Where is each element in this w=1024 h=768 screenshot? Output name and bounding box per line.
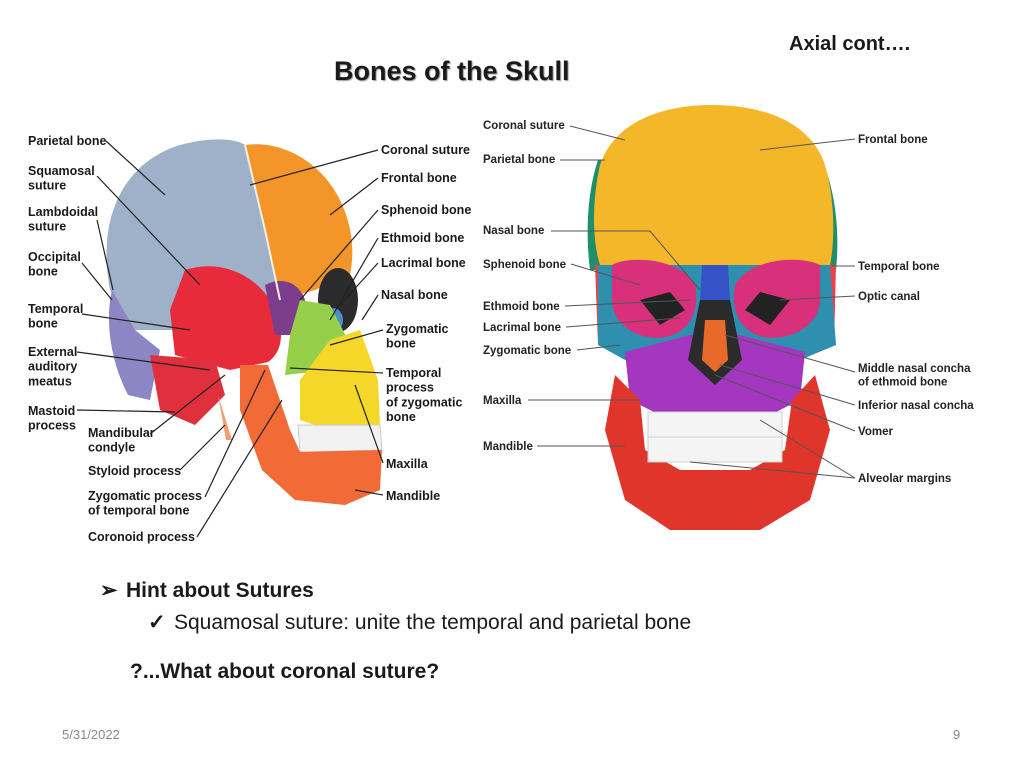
label-vomer: Vomer <box>858 426 893 438</box>
slide-title: Bones of the Skull <box>334 56 570 86</box>
label-parietal-bone-ant: Parietal bone <box>483 154 555 166</box>
label-alveolar-margins: Alveolar margins <box>858 473 951 485</box>
hint-heading: ➢ Hint about Sutures <box>100 578 314 603</box>
lateral-mandible-region <box>240 365 382 505</box>
lateral-coronal-suture-line <box>244 144 281 301</box>
label-parietal-bone-lat: Parietal bone <box>28 134 107 148</box>
label-temporal-bone-ant: Temporal bone <box>858 261 940 273</box>
lateral-styloid <box>218 395 232 440</box>
label-zygomatic-bone-ant: Zygomatic bone <box>483 345 571 357</box>
label-coronoid-process: Coronoid process <box>88 530 195 544</box>
anterior-optic-canal-right <box>745 292 790 325</box>
anterior-frontal-region <box>594 105 834 265</box>
label-optic-canal: Optic canal <box>858 291 920 303</box>
hint-heading-text: Hint about Sutures <box>126 579 314 602</box>
label-styloid-process: Styloid process <box>88 464 181 478</box>
label-coronal-suture-lat: Coronal suture <box>381 143 470 157</box>
lateral-leader-lines <box>76 140 384 538</box>
anterior-nasal-bone <box>700 265 730 300</box>
anterior-labels-right: Frontal bone Temporal bone Optic canal M… <box>858 134 974 485</box>
arrow-bullet-icon: ➢ <box>100 579 118 602</box>
footer-date: 5/31/2022 <box>62 727 120 742</box>
label-mandible-lat: Mandible <box>386 489 440 503</box>
anterior-leader-lines <box>528 125 856 479</box>
lateral-temporal-region <box>170 266 282 370</box>
label-lacrimal-bone-ant: Lacrimal bone <box>483 322 561 334</box>
label-coronal-suture-ant: Coronal suture <box>483 120 565 132</box>
page-number: 9 <box>953 727 961 742</box>
label-maxilla-lat: Maxilla <box>386 457 429 471</box>
label-ethmoid-bone-lat: Ethmoid bone <box>381 231 464 245</box>
label-sphenoid-bone-ant: Sphenoid bone <box>483 259 566 271</box>
anterior-skull <box>587 105 838 530</box>
checkmark-icon: ✓ <box>148 611 166 634</box>
lateral-occipital-region <box>108 290 160 400</box>
label-nasal-bone-ant: Nasal bone <box>483 225 544 237</box>
lateral-labels-right: Coronal suture Frontal bone Sphenoid bon… <box>381 143 471 503</box>
anterior-labels-left: Coronal suture Parietal bone Nasal bone … <box>483 120 571 453</box>
label-inferior-nasal-concha: Inferior nasal concha <box>858 400 974 412</box>
hint-item: ✓ Squamosal suture: unite the temporal an… <box>148 610 691 635</box>
question-text: ?...What about coronal suture? <box>130 660 440 683</box>
lateral-skull <box>106 139 383 505</box>
label-frontal-bone-ant: Frontal bone <box>858 134 928 146</box>
hint-item-text: Squamosal suture: unite the temporal and… <box>174 611 692 634</box>
label-lacrimal-bone-lat: Lacrimal bone <box>381 256 466 270</box>
label-mandible-ant: Mandible <box>483 441 533 453</box>
lateral-mastoid-region <box>150 355 225 425</box>
label-frontal-bone-lat: Frontal bone <box>381 171 457 185</box>
anterior-conchae <box>702 320 728 372</box>
anterior-optic-canal-left <box>640 292 685 325</box>
anterior-mandible-region <box>605 375 830 530</box>
corner-label: Axial cont…. <box>789 33 911 55</box>
lateral-maxilla-region <box>300 330 380 430</box>
label-sphenoid-bone-lat: Sphenoid bone <box>381 203 471 217</box>
lateral-teeth <box>297 424 383 453</box>
label-maxilla-ant: Maxilla <box>483 395 522 407</box>
label-nasal-bone-lat: Nasal bone <box>381 288 448 302</box>
label-ethmoid-bone-ant: Ethmoid bone <box>483 301 560 313</box>
